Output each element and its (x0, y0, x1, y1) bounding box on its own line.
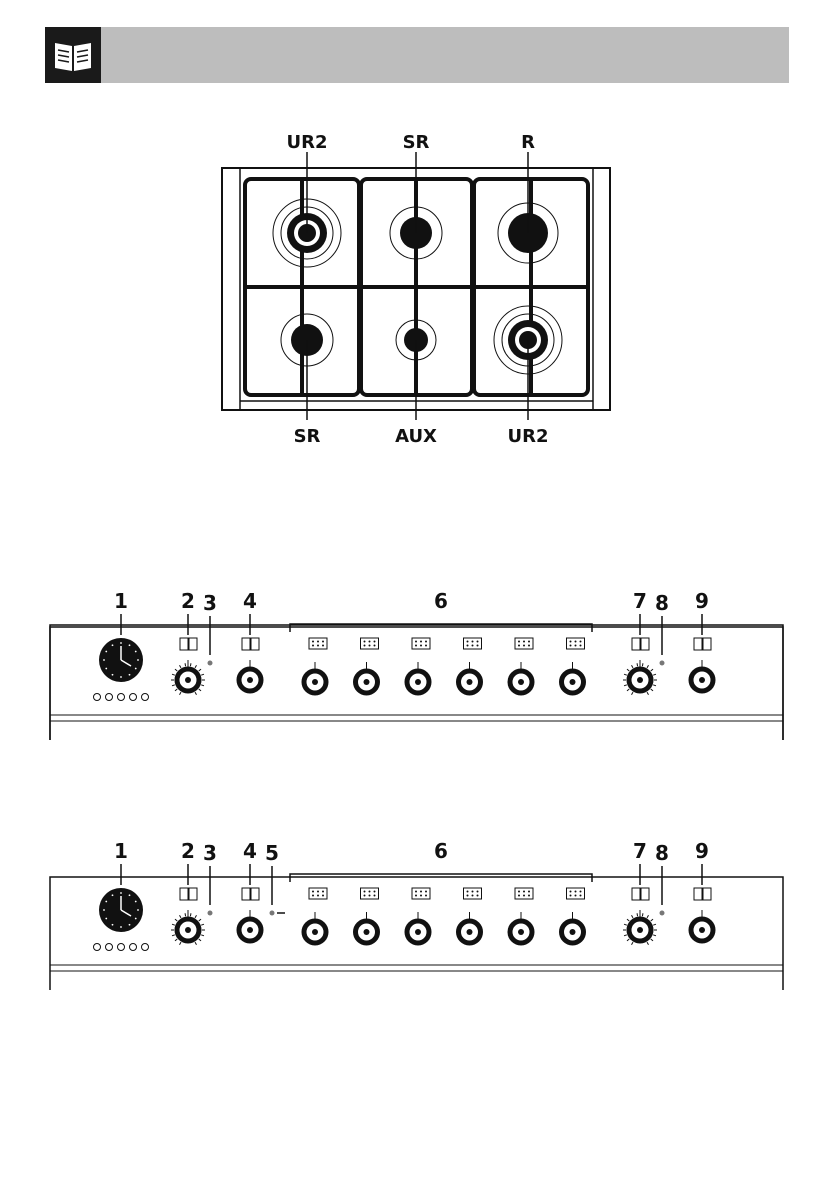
function-knob (691, 660, 713, 691)
callout-5: 5 (265, 841, 279, 865)
burner-position-icon (412, 638, 430, 649)
burner-knob (459, 662, 481, 693)
burner-knob (510, 662, 532, 693)
callout-8: 8 (655, 591, 669, 615)
timer-button (106, 944, 113, 951)
burner-position-icon (464, 638, 482, 649)
thermostat-knob (177, 910, 199, 941)
burner-knob (510, 912, 532, 943)
indicator-light (641, 888, 649, 900)
function-knob (239, 910, 261, 941)
callout-7: 7 (633, 589, 647, 613)
callout-7: 7 (633, 839, 647, 863)
indicator-light (632, 638, 640, 650)
hob-diagram: UR2 SR R SR AUX UR2 (0, 0, 840, 460)
burner-position-icon (361, 638, 379, 649)
pilot-lamp (208, 661, 213, 666)
timer-button (142, 944, 149, 951)
burner-knob (407, 912, 429, 943)
callout-9: 9 (695, 589, 709, 613)
callout-1: 1 (114, 839, 128, 863)
callout-6: 6 (434, 589, 448, 613)
indicator-light (189, 638, 197, 650)
control-panel-a: 1 2 3 4 6 7 8 9 (0, 580, 840, 740)
indicator-light (703, 638, 711, 650)
label-sr-top: SR (403, 132, 430, 153)
indicator-light (703, 888, 711, 900)
timer-button (94, 694, 101, 701)
indicator-light (632, 888, 640, 900)
burner-position-icon (464, 888, 482, 899)
burner-position-icon (309, 888, 327, 899)
burner-knob (459, 912, 481, 943)
callout-3: 3 (203, 841, 217, 865)
indicator-light (694, 638, 702, 650)
timer-button (94, 944, 101, 951)
callout-2: 2 (181, 839, 195, 863)
indicator-light (189, 888, 197, 900)
clock-icon (99, 638, 143, 682)
function-knob (239, 660, 261, 691)
clock-icon (99, 888, 143, 932)
indicator-light (180, 638, 188, 650)
label-sr-bottom: SR (294, 426, 321, 447)
burner-position-icon (567, 888, 585, 899)
thermostat-knob (629, 660, 651, 691)
timer-button (118, 694, 125, 701)
burner-knob (356, 912, 378, 943)
burner-position-icon (567, 638, 585, 649)
callout-6: 6 (434, 839, 448, 863)
burner-position-icon (412, 888, 430, 899)
burner-knob (407, 662, 429, 693)
callout-9: 9 (695, 839, 709, 863)
label-ur2-top: UR2 (286, 132, 327, 153)
callout-4: 4 (243, 839, 257, 863)
burner-knob (562, 912, 584, 943)
burner-knob (304, 912, 326, 943)
burner-knob (304, 662, 326, 693)
timer-button (130, 944, 137, 951)
indicator-light (251, 888, 259, 900)
indicator-light (694, 888, 702, 900)
pilot-lamp (660, 911, 665, 916)
timer-button (106, 694, 113, 701)
callout-4: 4 (243, 589, 257, 613)
label-r-top: R (521, 132, 535, 153)
pilot-lamp (270, 911, 275, 916)
indicator-light (242, 638, 250, 650)
callout-2: 2 (181, 589, 195, 613)
timer-button (142, 694, 149, 701)
label-ur2-bottom: UR2 (507, 426, 548, 447)
callout-8: 8 (655, 841, 669, 865)
indicator-light (641, 638, 649, 650)
thermostat-knob (629, 910, 651, 941)
function-knob (691, 910, 713, 941)
timer-button (118, 944, 125, 951)
pilot-lamp (208, 911, 213, 916)
burner-knob (356, 662, 378, 693)
label-aux-bottom: AUX (395, 426, 437, 447)
burner-position-icon (515, 638, 533, 649)
thermostat-knob (177, 660, 199, 691)
indicator-light (251, 638, 259, 650)
burner-position-icon (515, 888, 533, 899)
indicator-light (242, 888, 250, 900)
callout-3: 3 (203, 591, 217, 615)
burner-position-icon (361, 888, 379, 899)
control-panel-b: 1 2 3 4 5 6 7 8 9 (0, 830, 840, 990)
indicator-light (180, 888, 188, 900)
burner-knob (562, 662, 584, 693)
callout-1: 1 (114, 589, 128, 613)
pilot-lamp (660, 661, 665, 666)
timer-button (130, 694, 137, 701)
burner-position-icon (309, 638, 327, 649)
